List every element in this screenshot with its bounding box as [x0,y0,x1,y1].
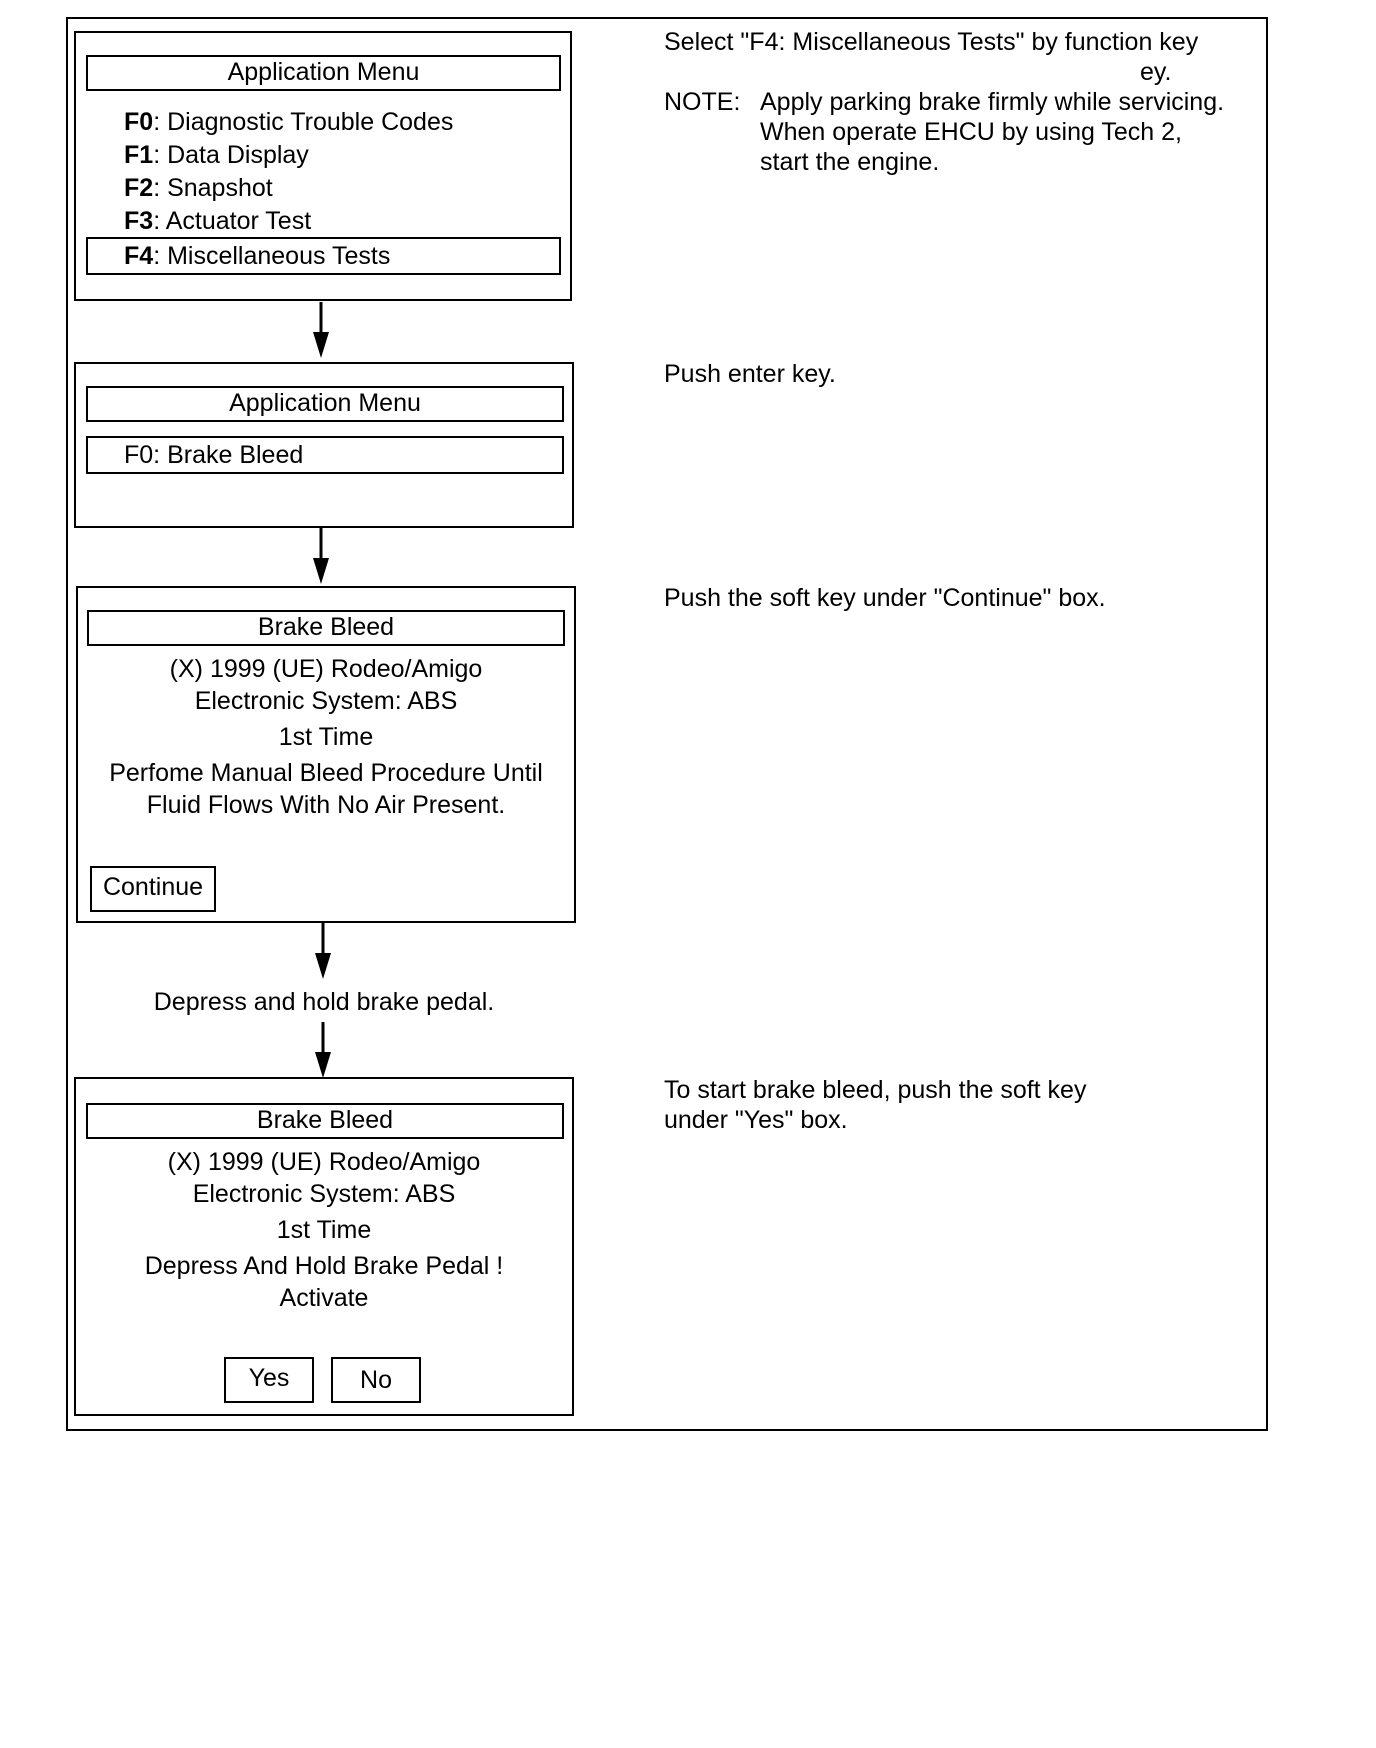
system-info: Electronic System: ABS [194,687,458,715]
flow-arrow [315,1022,331,1078]
vehicle-info: (X) 1999 (UE) Rodeo/Amigo [167,1148,481,1176]
screen-header: Application Menu [86,386,564,422]
note-line: Apply parking brake firmly while servici… [760,88,1225,116]
menu-item-f2[interactable]: F2: Snapshot [124,174,273,202]
vehicle-info: (X) 1999 (UE) Rodeo/Amigo [169,655,483,683]
flow-arrow [315,923,331,979]
message-line: Perfome Manual Bleed Procedure Until [109,759,543,787]
screen-application-menu-1: Application Menu F0: Diagnostic Trouble … [74,31,572,301]
menu-item-f4-selected[interactable]: F4: Miscellaneous Tests [86,237,561,275]
menu-item-f3[interactable]: F3: Actuator Test [124,207,312,235]
instruction-push-continue: Push the soft key under "Continue" box. [664,584,1106,612]
menu-item-f1[interactable]: F1: Data Display [124,141,309,169]
procedure-frame [66,17,1268,1431]
yes-button[interactable]: Yes [224,1357,314,1403]
message-line: Fluid Flows With No Air Present. [146,791,506,819]
screen-application-menu-2: Application Menu F0: Brake Bleed [74,362,574,528]
note-line: When operate EHCU by using Tech 2, [760,118,1182,146]
instruction-start-bleed-continued: under "Yes" box. [664,1106,848,1134]
menu-item-f0[interactable]: F0: Diagnostic Trouble Codes [124,108,454,136]
continue-button[interactable]: Continue [90,866,216,912]
screen-brake-bleed-activate: Brake Bleed (X) 1999 (UE) Rodeo/Amigo El… [74,1077,574,1416]
instruction-select-f4: Select "F4: Miscellaneous Tests" by func… [664,28,1199,56]
menu-item-brake-bleed-selected[interactable]: F0: Brake Bleed [86,436,564,474]
message-line: Activate [279,1284,369,1312]
no-button[interactable]: No [331,1357,421,1403]
screen-brake-bleed-continue: Brake Bleed (X) 1999 (UE) Rodeo/Amigo El… [76,586,576,923]
screen-header: Brake Bleed [86,1103,564,1139]
screen-header: Brake Bleed [87,610,565,646]
message-line: Depress And Hold Brake Pedal ! [144,1252,504,1280]
note-line: start the engine. [760,148,940,176]
flow-arrow [313,528,329,584]
attempt-info: 1st Time [278,723,374,751]
note-label: NOTE: [664,88,741,116]
step-depress-brake: Depress and hold brake pedal. [153,988,495,1016]
flow-arrow [313,302,329,358]
screen-header: Application Menu [86,55,561,91]
instruction-push-enter: Push enter key. [664,360,836,388]
instruction-start-bleed: To start brake bleed, push the soft key [664,1076,1087,1104]
system-info: Electronic System: ABS [192,1180,456,1208]
instruction-select-f4-continued: ey. [1140,58,1172,86]
attempt-info: 1st Time [276,1216,372,1244]
